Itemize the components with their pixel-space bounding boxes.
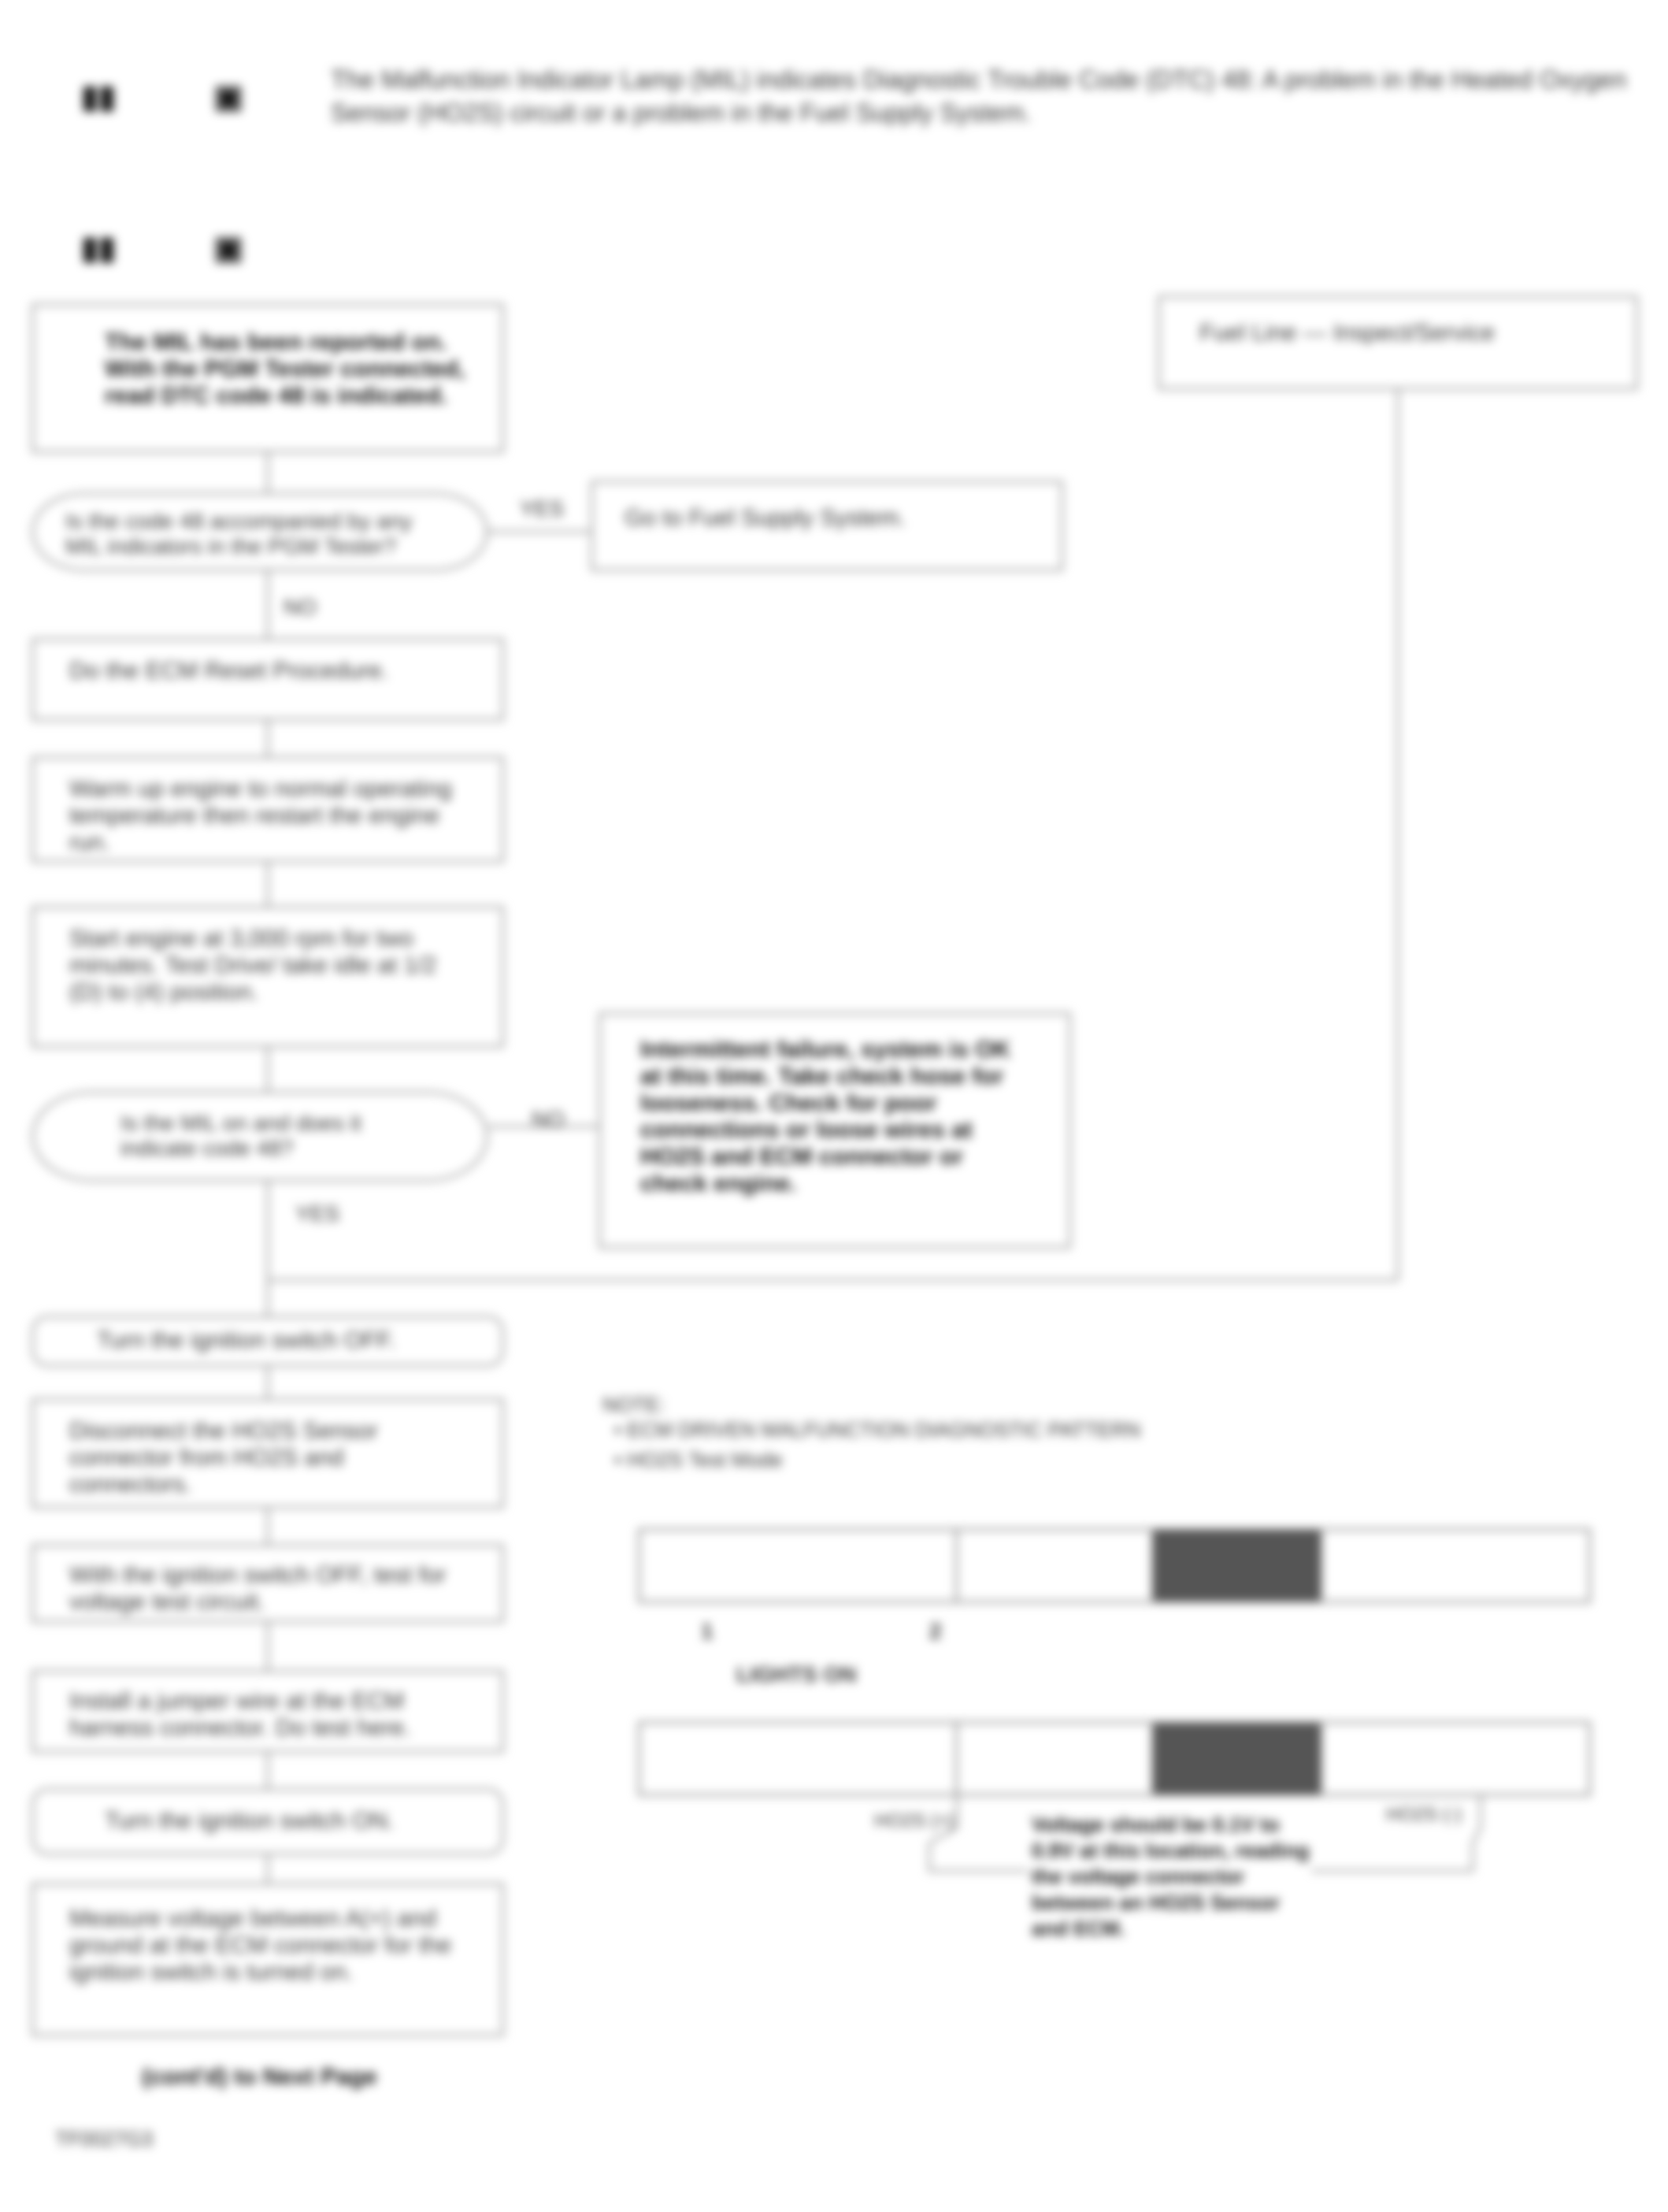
connector-cell-1 xyxy=(640,1531,958,1601)
connector-top-row xyxy=(638,1528,1591,1603)
fuel-line-box: Fuel Line — Inspect/Service xyxy=(1158,295,1638,390)
intermittent-failure-box: Intermittent failure, system is OK at th… xyxy=(599,1012,1071,1249)
connector-cell-6 xyxy=(958,1724,1154,1794)
voltage-instruction: Voltage should be 0.1V to 0.9V at this l… xyxy=(1032,1813,1310,1940)
install-jumper-box: Install a jumper wire at the ECM harness… xyxy=(32,1670,504,1753)
figure-code: TF0027G3 xyxy=(55,2127,154,2151)
warm-up-box: Warm up engine to normal operating tempe… xyxy=(32,756,504,863)
start-engine-box: Start engine at 3,000 rpm for two minute… xyxy=(32,906,504,1048)
disconnect-sensor-box: Disconnect the HO2S Sensor connector fro… xyxy=(32,1398,504,1509)
connector-bottom-row xyxy=(638,1721,1591,1796)
q1-yes-label: YES xyxy=(520,496,565,521)
pin-label-right: 2 xyxy=(929,1619,942,1643)
connector-cell-2 xyxy=(958,1531,1154,1601)
note-line-1: • ECM DRIVEN MALFUNCTION DIAGNOSTIC PATT… xyxy=(614,1418,1141,1442)
start-box: The MIL has been reported on. With the P… xyxy=(32,303,504,453)
connector-icon: ▣ xyxy=(213,80,243,114)
connector-cell-3 xyxy=(1153,1531,1322,1601)
diagram-caption: LIGHTS ON xyxy=(736,1662,857,1687)
connector-cell-5 xyxy=(640,1724,958,1794)
test-voltage-box: With the ignition switch OFF, test for v… xyxy=(32,1544,504,1623)
note-title: NOTE: xyxy=(602,1393,665,1416)
pin-label-left: 1 xyxy=(701,1619,714,1643)
decision-mil-on: Is the MIL on and does it indicate code … xyxy=(32,1091,488,1182)
connector-cell-7 xyxy=(1153,1724,1322,1794)
ignition-off-box: Turn the ignition switch OFF. xyxy=(32,1316,504,1367)
diagnosis-icon-2: ▮▮ xyxy=(80,231,117,265)
connector-icon-2: ▣ xyxy=(213,231,243,265)
fuel-supply-box: Go to Fuel Supply System. xyxy=(591,481,1063,571)
header-description: The Malfunction Indicator Lamp (MIL) ind… xyxy=(331,65,1627,127)
diagnosis-icon: ▮▮ xyxy=(80,80,117,114)
lead-label-right: HO2S (-) xyxy=(1386,1804,1462,1825)
decision-mil-code-48: Is the code 48 accompanied by any MIL in… xyxy=(32,492,488,571)
ecm-reset-box: Do the ECM Reset Procedure. xyxy=(32,638,504,721)
q2-yes-label: YES xyxy=(295,1201,340,1226)
q2-no-label: NO xyxy=(532,1107,565,1131)
lead-label-left: HO2S (+) xyxy=(874,1810,955,1832)
ignition-on-box: Turn the ignition switch ON. xyxy=(32,1788,504,1855)
q1-no-label: NO xyxy=(284,595,317,619)
measure-voltage-box: Measure voltage between A(+) and ground … xyxy=(32,1883,504,2036)
continued-label: (cont'd) to Next Page xyxy=(142,2064,377,2090)
note-line-2: • HO2S Test Mode xyxy=(614,1448,783,1472)
